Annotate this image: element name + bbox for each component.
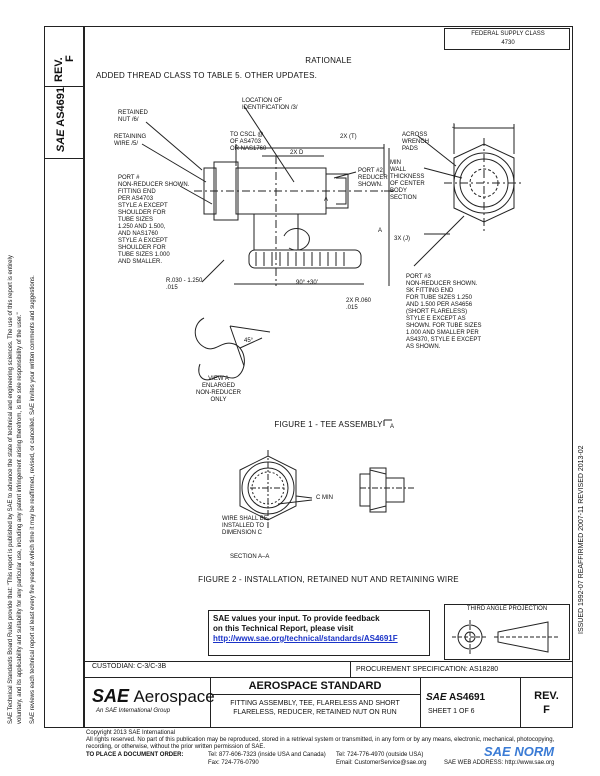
drawing-border	[84, 26, 573, 728]
strip-divider	[44, 86, 84, 87]
sae-logo-footer: SAE	[426, 692, 447, 703]
rev-value-rotated: F	[64, 55, 76, 62]
doc-number-footer: SAE AS4691	[426, 692, 485, 703]
label-location-identification: LOCATION OF IDENTIFICATION /3/	[242, 98, 298, 111]
tel-usa-canada: Tel: 877-606-7323 (inside USA and Canada…	[208, 752, 326, 758]
projection-box	[444, 604, 570, 660]
title-underline	[210, 694, 420, 695]
feedback-line-1: SAE values your input. To provide feedba…	[213, 614, 380, 623]
rationale-text: ADDED THREAD CLASS TO TABLE 5. OTHER UPD…	[96, 71, 318, 80]
figure2-drawing	[239, 450, 414, 530]
side-note-3: SAE reviews each technical report at lea…	[30, 275, 36, 724]
doc-number-text: AS4691	[55, 86, 67, 127]
tel-outside-usa: Tel: 724-776-4970 (outside USA)	[336, 752, 424, 758]
label-port1: PORT # NON-REDUCER SHOWN. FITTING END PE…	[118, 175, 190, 265]
footer-divider-2	[420, 677, 421, 728]
email[interactable]: Email: CustomerService@sae.org	[336, 760, 427, 766]
procurement-spec: PROCUREMENT SPECIFICATION: AS18280	[356, 666, 499, 673]
side-note-1: SAE Technical Standards Board Rules prov…	[8, 255, 14, 724]
watermark-logo: SAE NORM	[484, 744, 554, 759]
fsc-line-2: 4730	[501, 40, 515, 46]
dim-a: A	[378, 228, 383, 234]
label-min-wall: MIN WALL THICKNESS OF CENTER BODY SECTIO…	[390, 160, 425, 201]
sae-aerospace-logo: SAE Aerospace	[92, 686, 215, 707]
side-note-2: voluntary, and its applicability and sui…	[17, 312, 23, 724]
revision-history: ISSUED 1992-07 REAFFIRMED 2007-11 REVISE…	[578, 445, 585, 634]
copyright-line-2: All rights reserved. No part of this pub…	[86, 737, 555, 743]
figure2-caption: FIGURE 2 - INSTALLATION, RETAINED NUT AN…	[198, 575, 459, 584]
label-across-wrench-pads: ACROSS WRENCH PADS	[402, 132, 429, 152]
label-angle-45: 45°	[244, 338, 254, 344]
strip-divider-2	[44, 158, 84, 159]
label-section-aa: SECTION A–A	[230, 554, 270, 560]
footer-divider-3	[520, 677, 521, 728]
sae-logo-small: SAE	[55, 129, 67, 152]
fax: Fax: 724-776-0790	[208, 760, 259, 766]
copyright-line-3: recording, or otherwise, without the pri…	[86, 744, 266, 750]
sheet-number: SHEET 1 OF 6	[428, 708, 475, 715]
label-wire-installed: WIRE SHALL BE INSTALLED TO DIMENSION C	[222, 516, 268, 536]
label-retaining-wire: RETAINING WIRE /5/	[114, 134, 147, 147]
feedback-link[interactable]: http://www.sae.org/technical/standards/A…	[213, 634, 398, 643]
fsc-line-1: FEDERAL SUPPLY CLASS	[471, 31, 545, 37]
watermark-text: SAE NORM	[484, 744, 555, 759]
order-label: TO PLACE A DOCUMENT ORDER:	[86, 752, 184, 758]
projection-symbol	[452, 620, 560, 654]
desc-line-1: FITTING ASSEMBLY, TEE, FLARELESS AND SHO…	[230, 700, 400, 707]
section-marker-a: A	[390, 424, 395, 430]
label-to-cscl: TO CSCL @ OF AS4703 OR NAS1760	[230, 132, 267, 152]
doc-number-label: AS4691	[448, 692, 486, 703]
footer-divider-top	[350, 661, 351, 677]
label-chamfer: 2X R.060 .015	[346, 298, 372, 311]
figure1-drawing: A	[141, 105, 524, 426]
label-retained-nut: RETAINED NUT /6/	[118, 110, 148, 123]
feedback-box: SAE values your input. To provide feedba…	[208, 610, 430, 656]
aerospace-logo-text: Aerospace	[133, 687, 215, 706]
svg-text:A: A	[324, 197, 328, 203]
feedback-line-2: on this Technical Report, please visit	[213, 624, 354, 633]
label-radius: R.030 - 1.250 .015	[166, 278, 203, 291]
figure1-caption: FIGURE 1 - TEE ASSEMBLY	[274, 420, 383, 429]
desc-line-2: FLARELESS, REDUCER, RETAINED NUT ON RUN	[233, 709, 397, 716]
projection-label: THIRD ANGLE PROJECTION	[466, 606, 548, 612]
label-angle-90: 90° ±30'	[296, 280, 318, 286]
footer-divider-1	[210, 677, 211, 728]
rationale-title: RATIONALE	[305, 56, 352, 65]
standard-title: AEROSPACE STANDARD	[248, 680, 382, 692]
footer-rev-label: REV.	[534, 690, 559, 702]
sae-tagline: An SAE International Group	[96, 708, 171, 714]
dim-2x-t: 2X (T)	[340, 134, 357, 140]
fsc-stamp	[444, 28, 570, 50]
label-c-min: C MIN	[316, 495, 333, 501]
dim-3x-j: 3X (J)	[394, 236, 411, 242]
custodian: CUSTODIAN: C-3/C-3B	[92, 663, 167, 670]
footer-top-line	[84, 661, 573, 662]
label-port3: PORT #3 NON-REDUCER SHOWN. SK FITTING EN…	[406, 274, 482, 350]
copyright-line-1: Copyright 2013 SAE International	[86, 730, 176, 736]
footer-rev-value: F	[543, 704, 550, 716]
label-port2: PORT #2 REDUCER SHOWN.	[358, 168, 388, 188]
footer-mid-line	[84, 677, 573, 678]
web-address[interactable]: SAE WEB ADDRESS: http://www.sae.org	[444, 760, 555, 766]
dim-2x-d: 2X D	[290, 150, 304, 156]
sae-logo-text: SAE	[92, 686, 130, 706]
left-strip	[44, 26, 84, 728]
label-view-a: VIEW A ENLARGED NON-REDUCER ONLY	[196, 376, 241, 403]
doc-number-rotated: SAE AS4691	[55, 87, 67, 152]
dim-j: J	[452, 124, 455, 130]
